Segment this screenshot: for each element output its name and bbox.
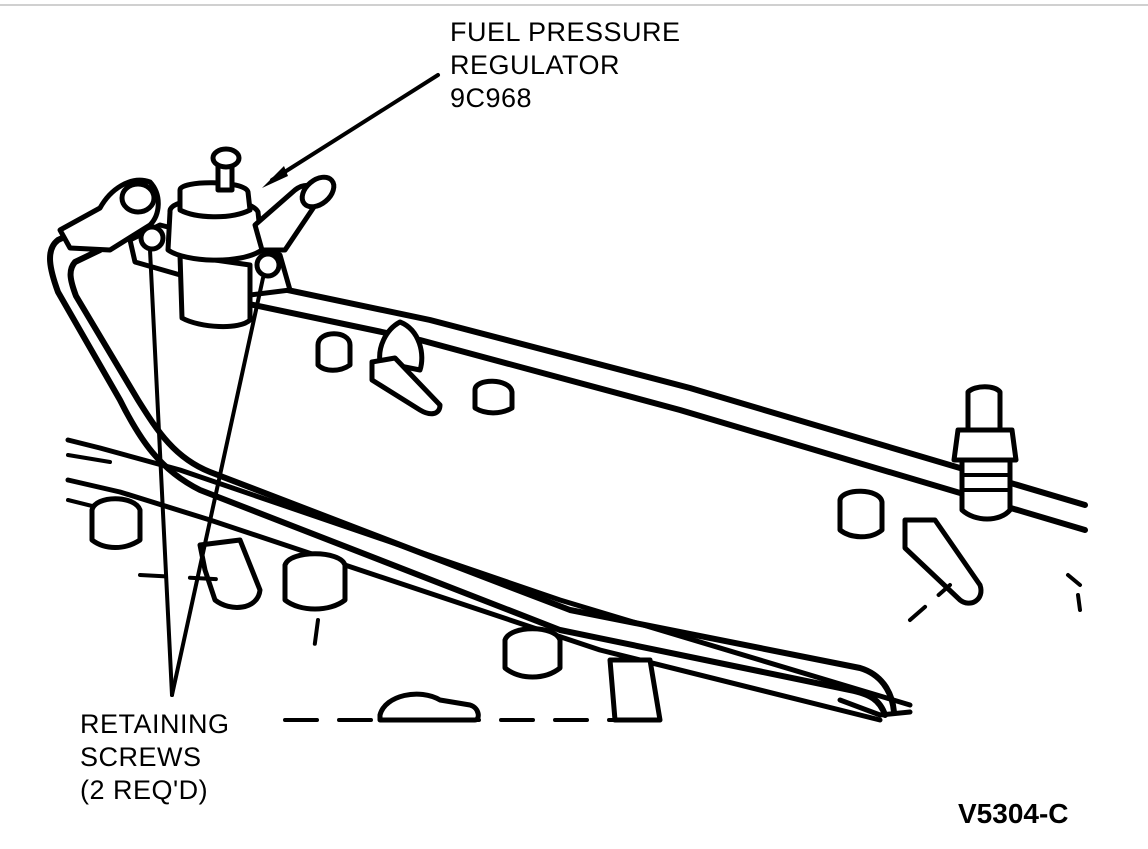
figure-code: V5304-C	[958, 798, 1069, 829]
schrader-valve	[951, 384, 1019, 522]
fuel-pressure-regulator-label: FUEL PRESSURE REGULATOR 9C968	[450, 16, 681, 115]
leader-lines	[138, 73, 952, 722]
screws-label-line2: SCREWS	[80, 742, 202, 772]
screws-label-line3: (2 REQ'D)	[80, 775, 209, 805]
retaining-screws-label: RETAINING SCREWS (2 REQ'D)	[80, 708, 230, 807]
fuel-rail	[227, 277, 1088, 533]
retaining-screw-right	[254, 251, 282, 279]
screws-label-line1: RETAINING	[80, 709, 230, 739]
fuel-pressure-regulator	[57, 146, 337, 330]
retaining-screw-left	[138, 224, 166, 252]
crossover-fuel-line	[47, 222, 897, 718]
regulator-label-line1: FUEL PRESSURE	[450, 17, 681, 47]
injector-bosses	[89, 331, 984, 723]
regulator-part-number: 9C968	[450, 83, 533, 113]
regulator-label-line2: REGULATOR	[450, 50, 621, 80]
